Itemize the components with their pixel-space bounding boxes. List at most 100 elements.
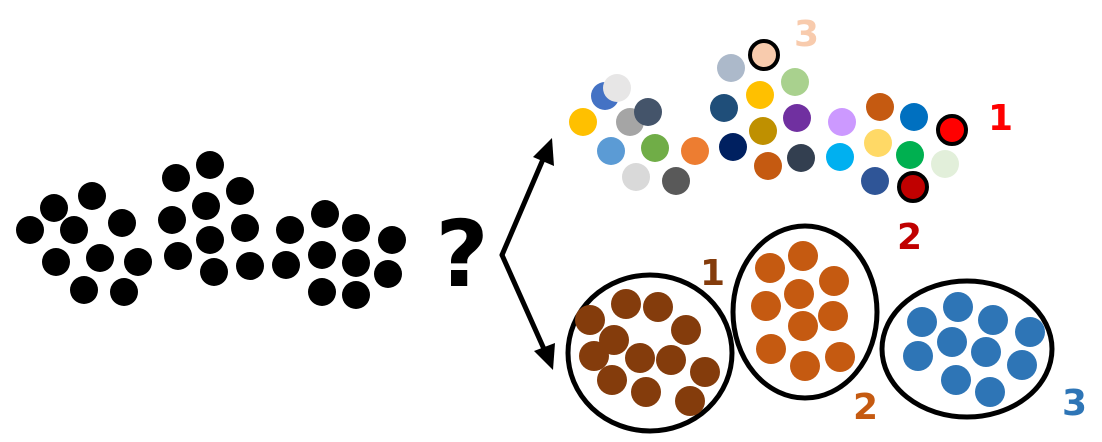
cluster-1-point-8 [656,345,686,375]
question-mark: ? [435,201,488,308]
cloud-dot-16 [196,226,224,254]
cloud-dot-19 [200,258,228,286]
scatter-point-11 [717,54,745,82]
cloud-dot-15 [158,206,186,234]
scatter-point-15 [719,133,747,161]
scatter-point-24 [864,129,892,157]
cloud-dot-29 [308,278,336,306]
scatter-point-1 [569,108,597,136]
cluster-3-points [903,292,1045,407]
top-label-2: 2 [897,217,922,258]
cluster-1-point-12 [675,386,705,416]
top-label-1: 1 [988,98,1013,139]
cluster-3-point-7 [903,341,933,371]
cluster-1-outline [565,272,735,434]
cloud-dot-18 [164,242,192,270]
cluster-2-point-3 [819,266,849,296]
scatter-point-9 [662,167,690,195]
scatter-point-5 [634,98,662,126]
cluster-2-point-7 [788,311,818,341]
cluster-2-point-8 [756,334,786,364]
scatter-point-13 [746,81,774,109]
cloud-dot-6 [42,248,70,276]
cluster-2-point-10 [825,342,855,372]
cluster-1-point-7 [625,343,655,373]
cluster-1-point-1 [611,289,641,319]
scatter-point-17 [783,104,811,132]
cluster-3-point-10 [975,377,1005,407]
cluster-label-3: 3 [1062,383,1087,424]
cloud-dot-3 [16,216,44,244]
top-label-3: 3 [794,14,819,55]
cluster-3-point-6 [971,337,1001,367]
cluster-2-point-1 [755,253,785,283]
cluster-label-1: 1 [700,253,725,294]
cloud-dot-1 [78,182,106,210]
scatter-point-22 [866,93,894,121]
cloud-dot-9 [70,276,98,304]
cluster-1-points [575,289,720,416]
scatter-point-20 [828,108,856,136]
scatter-point-25 [896,141,924,169]
cloud-dot-11 [196,151,224,179]
cluster-1-point-2 [643,292,673,322]
cluster-3-point-1 [943,292,973,322]
upper-arrow-line [499,147,550,258]
cluster-2-point-5 [784,279,814,309]
lower-arrow-head [534,343,555,370]
lower-arrow-line [499,252,551,361]
cluster-3-point-3 [978,305,1008,335]
cluster-label-2: 2 [853,387,878,428]
cluster-3-point-5 [937,327,967,357]
cluster-3-point-2 [907,307,937,337]
scatter-point-23 [900,103,928,131]
cluster-3-point-8 [1007,350,1037,380]
cluster-2-point-2 [788,241,818,271]
cloud-dot-30 [342,281,370,309]
cloud-dot-2 [40,194,68,222]
cloud-dot-27 [342,249,370,277]
cluster-1-point-5 [671,315,701,345]
cloud-dot-23 [342,214,370,242]
branch-arrows [499,138,555,370]
cloud-dot-22 [311,200,339,228]
cloud-dot-13 [226,177,254,205]
cloud-dot-21 [276,216,304,244]
cloud-dot-26 [308,241,336,269]
scatter-point-19 [787,144,815,172]
singleton-clusters [569,54,959,195]
cloud-dot-5 [108,209,136,237]
cluster-1-point-3 [575,305,605,335]
cloud-dot-14 [192,192,220,220]
cloud-dot-25 [272,251,300,279]
cluster-1-point-6 [579,341,609,371]
highlight-point-3 [748,39,780,71]
cluster-1-point-9 [690,357,720,387]
cloud-dot-20 [236,252,264,280]
scatter-point-8 [622,163,650,191]
cluster-2-point-9 [790,351,820,381]
upper-arrow-head [533,138,554,166]
scatter-point-26 [861,167,889,195]
scatter-point-7 [641,134,669,162]
cloud-dot-17 [231,214,259,242]
cluster-2-point-6 [818,301,848,331]
scatter-point-3 [603,74,631,102]
highlight-point-1 [936,114,968,146]
cluster-1-point-11 [631,377,661,407]
cluster-3-point-4 [1015,317,1045,347]
highlight-point-2 [897,171,929,203]
cloud-dot-7 [86,244,114,272]
cluster-2-point-4 [751,291,781,321]
scatter-point-10 [681,137,709,165]
cloud-dot-4 [60,216,88,244]
scatter-point-21 [826,143,854,171]
cloud-dot-10 [110,278,138,306]
cluster-3-point-9 [941,365,971,395]
highlighted-points [748,39,968,203]
cloud-dot-28 [374,260,402,288]
cluster-1-point-10 [597,365,627,395]
scatter-point-14 [781,68,809,96]
cluster-outlines [565,223,1055,434]
